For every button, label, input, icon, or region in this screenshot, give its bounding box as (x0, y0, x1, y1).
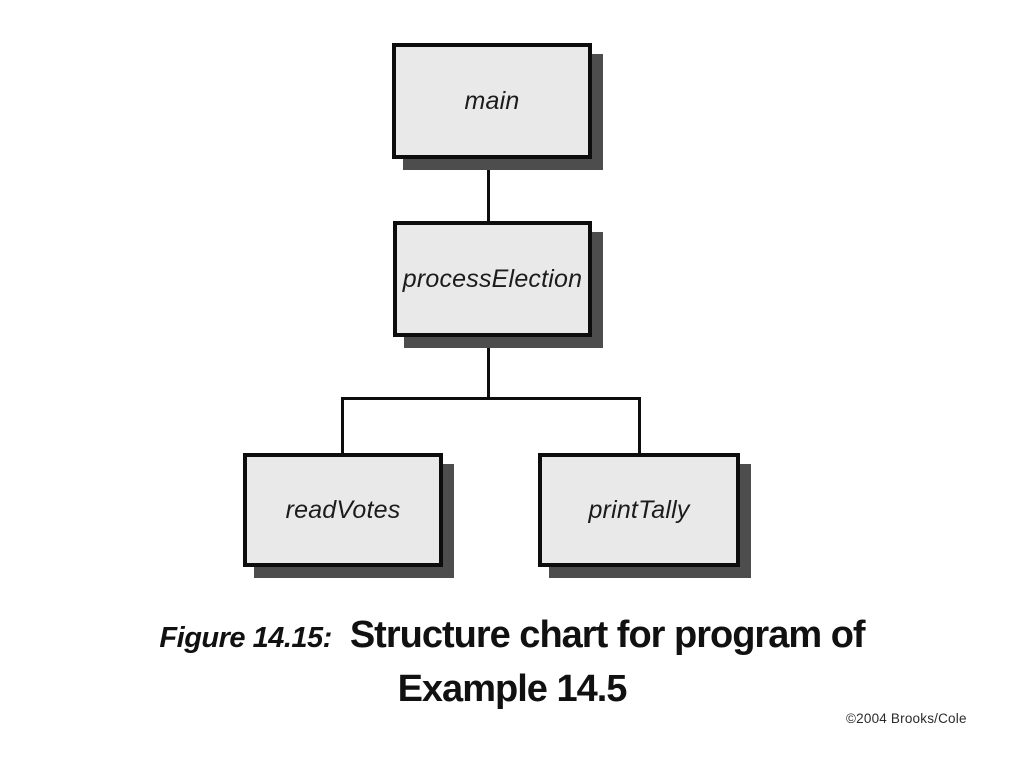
node-processelection-label: processElection (402, 264, 583, 293)
figure-caption: Figure 14.15: Structure chart for program… (62, 612, 962, 720)
figure-number-label: Figure 14.15: (159, 622, 332, 654)
connector-drop-readvotes (341, 397, 344, 457)
caption-title-line2: Example 14.5 (397, 668, 628, 710)
connector-main-to-processelection (487, 155, 490, 225)
node-main: main (392, 43, 592, 159)
node-readvotes: readVotes (243, 453, 443, 567)
copyright-text: ©2004 Brooks/Cole (846, 711, 967, 726)
node-main-label: main (464, 86, 520, 115)
node-printtally: printTally (538, 453, 740, 567)
node-readvotes-label: readVotes (285, 495, 401, 524)
node-printtally-label: printTally (588, 495, 690, 524)
caption-title-line1: Structure chart for program of (349, 614, 866, 656)
connector-branch-bar (341, 397, 641, 400)
connector-drop-printtally (638, 397, 641, 457)
node-processelection: processElection (393, 221, 592, 337)
connector-processelection-stem (487, 333, 490, 400)
